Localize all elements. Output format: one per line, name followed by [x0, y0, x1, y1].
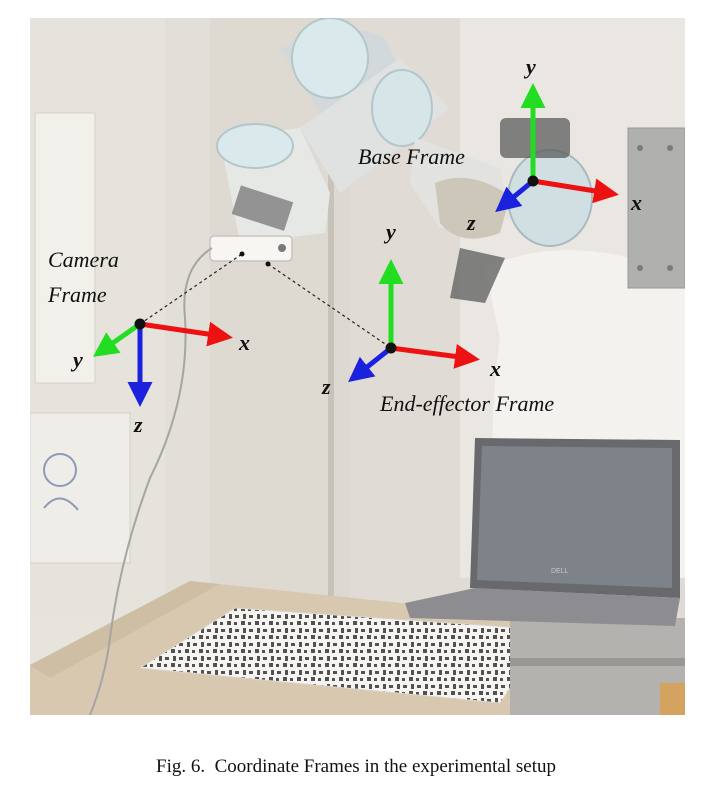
- end-effector-y-label: y: [383, 219, 396, 244]
- end-effector-x-label: x: [489, 356, 501, 381]
- base-frame-y-label: y: [523, 54, 536, 79]
- camera-frame-z-label: z: [133, 412, 143, 437]
- camera-frame-label-line2: Frame: [47, 282, 107, 307]
- base-frame-x-label: x: [630, 190, 642, 215]
- camera-frame-origin: [134, 318, 146, 330]
- end-effector-frame-label: End-effector Frame: [379, 391, 554, 416]
- camera-frame-x-label: x: [238, 330, 250, 355]
- end-effector-z-label: z: [321, 374, 331, 399]
- laptop: DELL: [405, 438, 680, 626]
- base-frame: x y z Base Frame: [358, 54, 642, 235]
- robot-arm: [89, 18, 593, 715]
- frame-connection-lines: [139, 251, 392, 349]
- experimental-setup-figure: DELL x y z Camera Frame x y z End-effect…: [30, 18, 685, 715]
- base-frame-x-axis: [532, 178, 619, 204]
- camera-frame-x-axis: [139, 321, 233, 347]
- photo-haze: [30, 18, 685, 715]
- camera-frame-y-axis: [92, 321, 142, 357]
- camera-frame-y-label: y: [70, 347, 83, 372]
- figure-caption: Fig. 6. Coordinate Frames in the experim…: [156, 756, 556, 777]
- laptop-logo: DELL: [551, 568, 569, 575]
- base-frame-z-label: z: [466, 210, 476, 235]
- camera-frame-label-line1: Camera: [48, 247, 119, 272]
- end-effector-frame: x y z End-effector Frame: [321, 219, 554, 416]
- camera-frame: x y z Camera Frame: [47, 247, 250, 437]
- end-effector-x-axis: [390, 344, 480, 369]
- end-effector-origin: [385, 342, 397, 354]
- base-frame-origin: [527, 175, 539, 187]
- end-effector-z-axis: [348, 346, 393, 383]
- base-frame-z-axis: [495, 179, 535, 213]
- base-frame-label: Base Frame: [358, 144, 465, 169]
